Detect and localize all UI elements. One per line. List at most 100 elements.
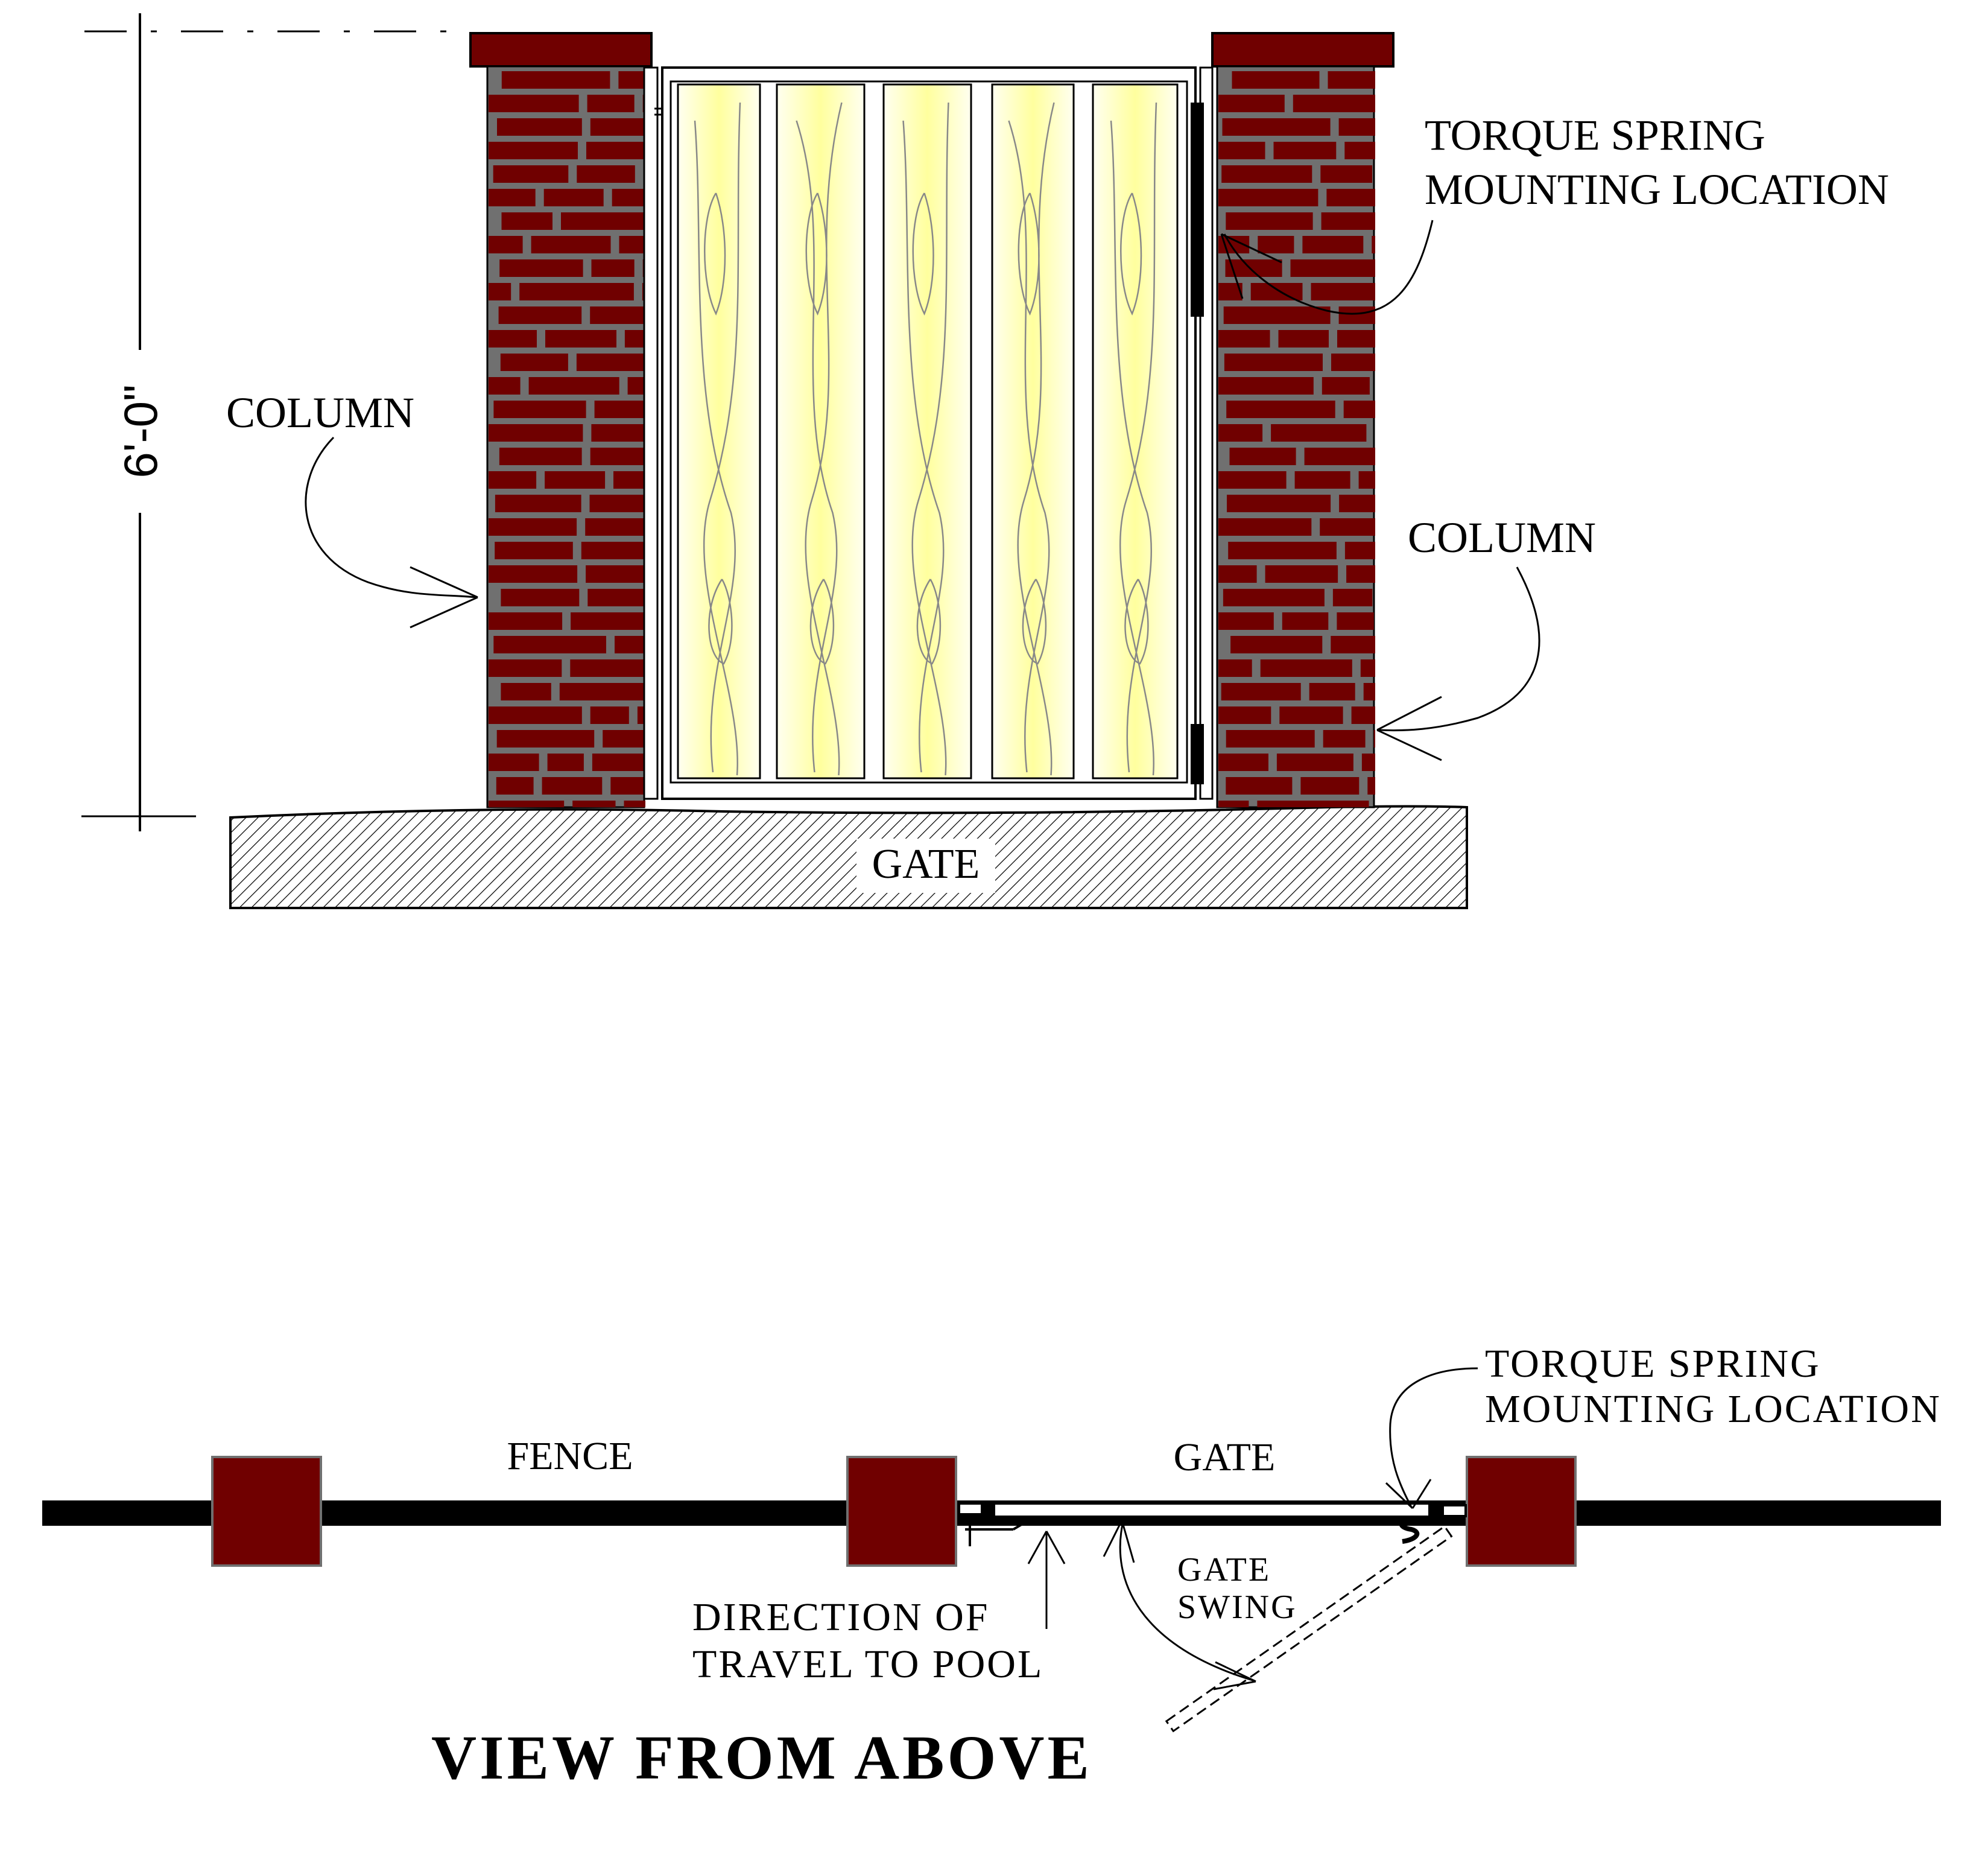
brick: [1218, 471, 1287, 489]
brick: [1358, 471, 1375, 489]
brick: [559, 683, 645, 700]
wood-board: [991, 83, 1075, 779]
brick: [1229, 448, 1296, 465]
brick: [603, 730, 645, 748]
brick: [1218, 424, 1263, 442]
brick: [1331, 354, 1375, 371]
brick: [493, 165, 569, 183]
brick: [1323, 730, 1366, 748]
brick: [545, 330, 616, 348]
brick: [1331, 636, 1375, 653]
brick: [1230, 636, 1323, 653]
brick: [1218, 754, 1268, 771]
brick: [1343, 401, 1375, 418]
plan-gate-open-position: [1165, 1525, 1453, 1733]
plan-torque-label-line1: TORQUE SPRING: [1485, 1342, 1821, 1386]
wood-grain: [694, 102, 741, 776]
brick: [493, 401, 586, 418]
brick: [547, 754, 584, 771]
brick: [489, 236, 523, 253]
ground-slab: [229, 805, 1468, 909]
brick: [1221, 165, 1312, 183]
brick: [489, 565, 578, 583]
brick: [1337, 612, 1374, 630]
brick: [1320, 165, 1373, 183]
brick: [1226, 212, 1313, 230]
brick: [590, 448, 645, 465]
wood-board: [882, 83, 972, 779]
fence-line: [42, 1500, 1941, 1526]
brick: [1218, 189, 1318, 206]
brick: [1218, 377, 1314, 395]
brick: [489, 706, 582, 724]
brick: [501, 71, 610, 89]
brick: [1273, 142, 1337, 159]
direction-label-line2: TRAVEL TO POOL: [692, 1642, 1043, 1686]
elevation-column-right-label: COLUMN: [1408, 513, 1596, 562]
brick: [528, 377, 619, 395]
plan-gate-leaf: [958, 1502, 1467, 1546]
brick: [1271, 424, 1367, 442]
brick: [1258, 236, 1294, 253]
brick: [1218, 142, 1265, 159]
brick: [612, 189, 645, 206]
plan-post-1: [211, 1456, 322, 1567]
brick: [1265, 565, 1338, 583]
brick: [1372, 236, 1375, 253]
wood-grain: [1008, 102, 1055, 776]
wood-board: [677, 83, 761, 779]
brick: [627, 377, 645, 395]
brick: [589, 495, 645, 512]
plan-post-3: [1466, 1456, 1577, 1567]
brick: [1373, 730, 1375, 748]
brick: [1260, 659, 1352, 677]
brick: [1361, 754, 1375, 771]
plan-view-title: VIEW FROM ABOVE: [431, 1723, 1092, 1792]
brick: [591, 259, 635, 277]
brick: [489, 142, 578, 159]
brick: [618, 71, 645, 89]
brick: [1222, 118, 1331, 136]
gate-panel: [643, 66, 1214, 800]
brick: [496, 730, 595, 748]
brick: [581, 542, 645, 559]
plan-torque-leader: [1385, 1367, 1478, 1509]
brick: [500, 354, 568, 371]
wood-board: [776, 83, 866, 779]
brick: [499, 259, 583, 277]
brick: [571, 612, 645, 630]
brick: [493, 636, 606, 653]
brick: [1218, 801, 1249, 807]
brick: [1218, 330, 1270, 348]
brick: [1218, 706, 1271, 724]
brick: [1337, 330, 1375, 348]
brick: [1304, 448, 1375, 465]
brick: [577, 165, 635, 183]
brick: [1328, 71, 1375, 89]
brick: [1257, 801, 1369, 807]
brick: [489, 283, 511, 300]
brick: [576, 354, 644, 371]
brick: [499, 448, 582, 465]
brick: [1226, 401, 1335, 418]
brick: [542, 777, 603, 795]
brick: [561, 212, 645, 230]
brick: [489, 189, 536, 206]
brick: [1344, 142, 1375, 159]
elevation-column-left-label: COLUMN: [226, 389, 414, 437]
brick: [590, 706, 629, 724]
brick: [489, 424, 583, 442]
brick: [1227, 495, 1331, 512]
brick: [1338, 306, 1375, 324]
brick: [1332, 589, 1373, 606]
right-column-leader: [1376, 567, 1540, 761]
brick: [1226, 730, 1315, 748]
brick: [498, 306, 582, 324]
brick: [1221, 683, 1301, 700]
brick: [1320, 518, 1375, 536]
brick: [519, 283, 634, 300]
brick: [615, 636, 645, 653]
height-dimension-text: 6'-0": [114, 384, 167, 478]
brick: [1218, 518, 1312, 536]
brick: [489, 754, 539, 771]
